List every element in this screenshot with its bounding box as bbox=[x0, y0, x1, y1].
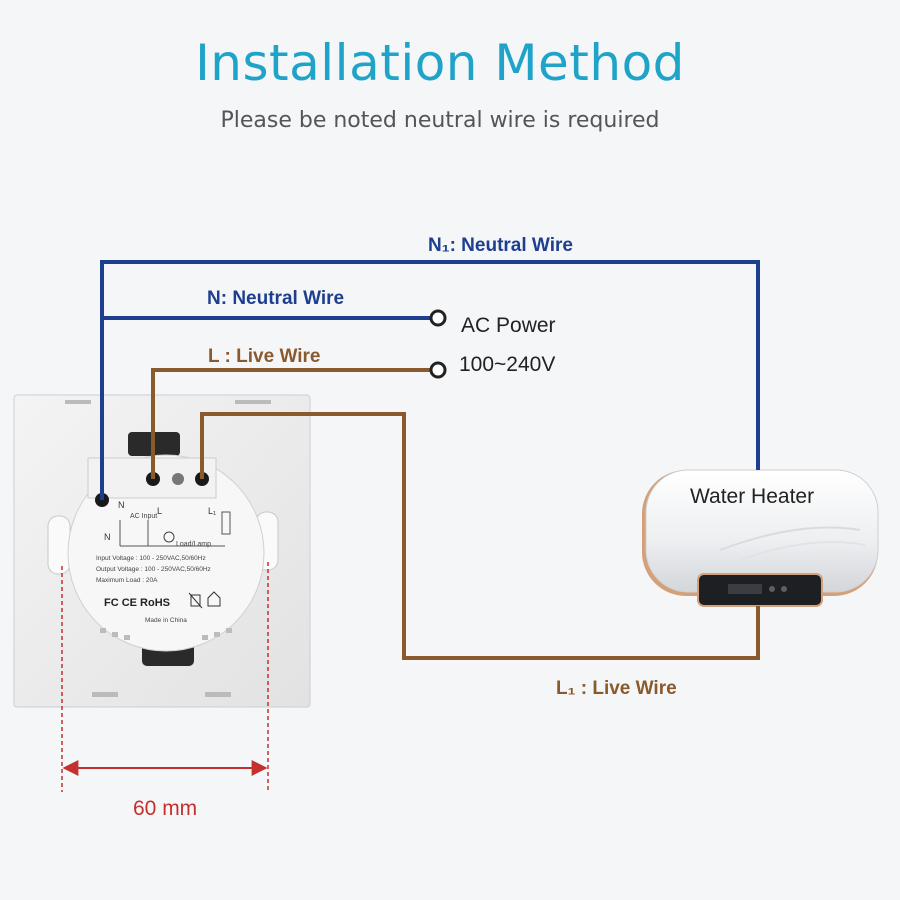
terminal-n-bottom-label: N bbox=[104, 532, 111, 542]
switch-module: N L L₁ N AC Input Load/Lamp Input Voltag… bbox=[67, 432, 265, 666]
certification-marks: FC CE RoHS bbox=[104, 597, 170, 609]
spec-output-voltage: Output Voltage : 100 - 250VAC,50/60Hz bbox=[96, 566, 211, 573]
n-wire-label: N: Neutral Wire bbox=[207, 288, 345, 309]
l-wire-label: L : Live Wire bbox=[208, 346, 321, 367]
ac-input-label: AC Input bbox=[130, 513, 157, 520]
width-dimension bbox=[61, 562, 269, 792]
lamp-icon bbox=[163, 531, 175, 543]
dimension-label: 60 mm bbox=[133, 797, 198, 820]
n1-wire-label: N₁: Neutral Wire bbox=[428, 235, 573, 256]
water-heater bbox=[642, 469, 879, 607]
spec-input-voltage: Input Voltage : 100 - 250VAC,50/60Hz bbox=[96, 555, 206, 562]
ac-live-terminal bbox=[429, 361, 447, 379]
terminal-n-label: N bbox=[118, 500, 125, 510]
spec-max-load: Maximum Load : 20A bbox=[96, 577, 158, 584]
wiring bbox=[100, 260, 760, 660]
l-live-wire bbox=[151, 368, 434, 479]
page-subtitle: Please be noted neutral wire is required bbox=[220, 108, 660, 133]
load-lamp-label: Load/Lamp bbox=[176, 541, 211, 548]
l1-live-wire bbox=[200, 412, 760, 660]
recycle-bin-icon bbox=[188, 592, 203, 609]
n1-neutral-wire bbox=[100, 260, 760, 500]
ac-neutral-terminal bbox=[429, 309, 447, 327]
page-title: Installation Method bbox=[195, 34, 685, 92]
l1-wire-label: L₁ : Live Wire bbox=[556, 678, 677, 699]
water-heater-label: Water Heater bbox=[690, 485, 815, 508]
terminal-l1-label: L₁ bbox=[208, 506, 216, 516]
ac-power-label: AC Power bbox=[461, 314, 556, 337]
house-icon bbox=[207, 591, 221, 607]
voltage-label: 100~240V bbox=[459, 353, 556, 376]
terminal-l-label: L bbox=[157, 506, 162, 516]
made-in-label: Made in China bbox=[145, 617, 187, 624]
